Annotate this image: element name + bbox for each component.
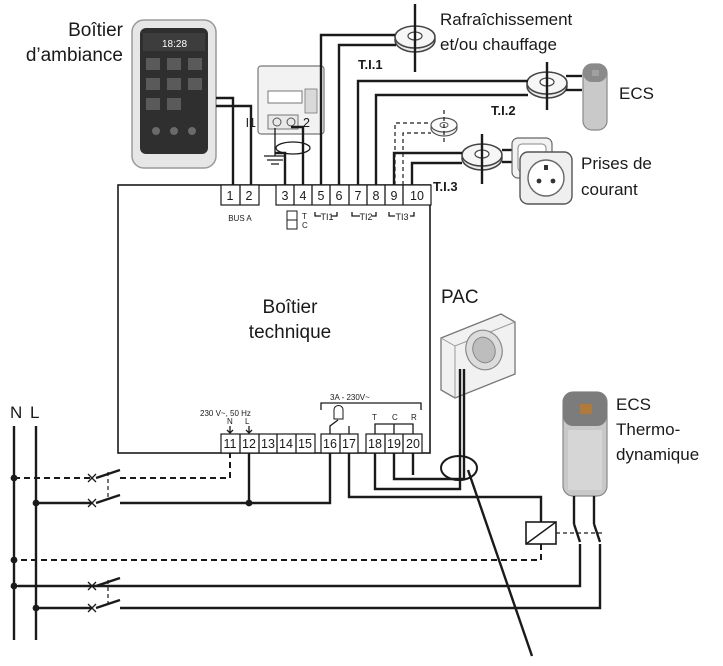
terminal-17: 17	[342, 437, 356, 451]
ti2-wire-8	[374, 93, 528, 185]
power-spec-label: 230 V~, 50 Hz	[200, 409, 251, 418]
device-time: 18:28	[162, 39, 187, 50]
neutral-label: N	[10, 403, 22, 422]
prises-label-line1: Prises de	[581, 154, 652, 173]
terminal-16: 16	[323, 437, 337, 451]
boitier-technique-label-line1: Boîtier	[263, 297, 319, 318]
terminal-11: 11	[224, 437, 237, 451]
bus-a-label: BUS A	[228, 214, 252, 223]
l-to-16	[249, 453, 332, 505]
meter-i2-label: 2	[303, 116, 310, 130]
terminal-8: 8	[373, 189, 380, 203]
tcr-contact	[374, 423, 414, 434]
contactor-coil	[525, 521, 557, 545]
pac-wire-18	[373, 369, 462, 491]
tc-input-symbol: T C	[286, 210, 308, 230]
terminal-1: 1	[227, 189, 234, 203]
terminal-2: 2	[246, 189, 253, 203]
ecs-thermo-label-line1: ECS	[616, 395, 651, 414]
ti-brackets	[314, 212, 415, 217]
ti2-small-label: TI2	[359, 212, 372, 222]
pac-unit	[440, 313, 516, 399]
c-small-label: C	[392, 413, 398, 422]
pac-label: PAC	[441, 287, 479, 308]
socket-icon	[511, 137, 573, 205]
node-n2	[10, 556, 18, 564]
l-small-label: L	[245, 417, 250, 426]
ti1-label: T.I.1	[358, 57, 383, 72]
ecs-top-label: ECS	[619, 84, 654, 103]
bus-wire-2	[216, 104, 253, 185]
coil-neutral-dashed	[18, 544, 542, 561]
terminal-10: 10	[410, 189, 424, 203]
ti-optional-wire-a	[394, 122, 431, 185]
boitier-ambiance-label-line2: d’ambiance	[26, 45, 123, 66]
meter-wire-3	[275, 151, 287, 185]
top-terminal-block	[220, 184, 432, 206]
electricity-meter	[257, 65, 325, 135]
ti2-label: T.I.2	[491, 103, 516, 118]
pac-wire-19	[392, 369, 466, 481]
terminal-6: 6	[336, 189, 343, 203]
terminal-19: 19	[387, 437, 401, 451]
relay-spec-label: 3A - 230V~	[330, 393, 370, 402]
terminal-18: 18	[368, 437, 382, 451]
relay-bracket	[320, 402, 422, 410]
terminal-20: 20	[406, 437, 420, 451]
ecs-top-heater	[582, 63, 608, 131]
r-small-label: R	[411, 413, 417, 422]
relay-contact-symbol	[329, 405, 350, 434]
prises-label-line2: courant	[581, 180, 638, 199]
meter-wire-sheath	[275, 141, 311, 155]
ti-optional-wire-b	[402, 132, 431, 185]
ecs-thermo-label-line2: Thermo-	[616, 420, 680, 439]
rafraichissement-label-line1: Rafraîchissement	[440, 10, 573, 29]
ti2-wire-7	[356, 79, 528, 185]
supply-n-to-11	[120, 453, 231, 479]
contactor-switches	[18, 523, 602, 610]
terminal-4: 4	[300, 189, 307, 203]
relay-wire-17	[347, 453, 543, 522]
svg-text:C: C	[302, 221, 308, 230]
terminal-15: 15	[298, 437, 312, 451]
terminal-9: 9	[391, 189, 398, 203]
n-small-label: N	[227, 417, 233, 426]
ti3-wire-10	[410, 161, 462, 185]
supply-breaker	[87, 468, 121, 508]
terminal-12: 12	[242, 437, 256, 451]
n-l-arrows	[226, 426, 253, 434]
ecs-thermo-label-line3: dynamique	[616, 445, 699, 464]
boitier-ambiance-device: 18:28	[131, 19, 217, 169]
bus-wire-1	[216, 96, 235, 185]
ti3-small-label: TI3	[395, 212, 408, 222]
line-label: L	[30, 403, 39, 422]
terminal-13: 13	[261, 437, 275, 451]
boitier-ambiance-label-line1: Boîtier	[68, 20, 124, 41]
ti1-wire-5	[319, 33, 395, 185]
ti1-small-label: TI1	[320, 212, 333, 222]
pac-sheath-ring	[440, 455, 478, 481]
ground-symbol	[264, 128, 286, 165]
t-small-label: T	[372, 413, 377, 422]
ti1-wire-6	[337, 43, 396, 185]
meter-i1-label: I1	[246, 116, 256, 130]
ti3-label: T.I.3	[433, 179, 458, 194]
boitier-technique-label-line2: technique	[249, 322, 331, 343]
bottom-terminal-block	[220, 433, 423, 454]
boitier-technique-box	[117, 184, 431, 454]
svg-text:T: T	[302, 212, 307, 221]
meter-wire-4	[291, 125, 305, 185]
rafraichissement-label-line2: et/ou chauffage	[440, 35, 557, 54]
terminal-14: 14	[279, 437, 293, 451]
terminal-3: 3	[282, 189, 289, 203]
ti3-wire-9	[392, 151, 462, 185]
ecs-thermo-heater	[562, 391, 608, 497]
terminal-7: 7	[355, 189, 362, 203]
probe-lead	[466, 469, 534, 657]
lower-breaker	[87, 576, 121, 613]
terminal-5: 5	[318, 189, 325, 203]
